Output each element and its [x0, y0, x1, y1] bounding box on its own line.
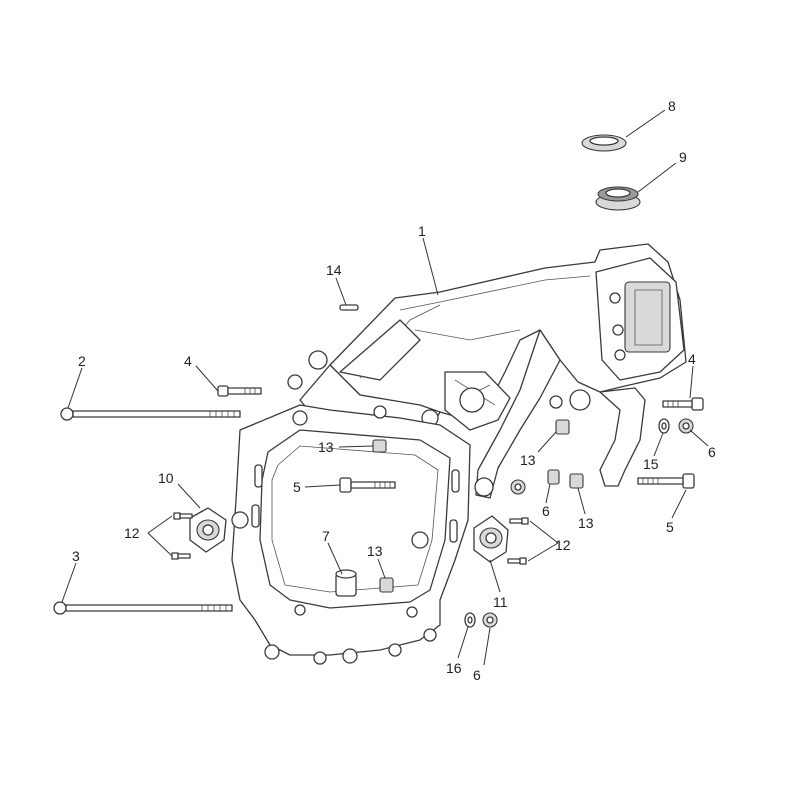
bolt-4-left: [217, 385, 262, 397]
callout-13-d: 13: [367, 543, 383, 559]
washer-16: [464, 612, 476, 628]
bolt-4-right: [662, 397, 704, 411]
spacer-7: [335, 569, 357, 597]
screws-12-left: [171, 512, 193, 560]
callout-11: 11: [493, 594, 508, 610]
callout-6-bottom: 6: [473, 667, 481, 683]
long-bolt-2: [60, 407, 241, 421]
callout-labels: 1 2 3 4 4 5 5 6 6 6 7 8 9 10 11 12 12 13…: [72, 98, 716, 683]
nut-6-c: [482, 612, 498, 628]
callout-10: 10: [158, 470, 174, 486]
bolt-13-d: [379, 577, 394, 593]
bolt-13-c: [569, 473, 584, 489]
bolt-5-right: [637, 473, 695, 489]
callout-6-center: 6: [542, 503, 550, 519]
callout-8: 8: [668, 98, 676, 114]
callout-16: 16: [446, 660, 462, 676]
callout-6-right: 6: [708, 444, 716, 460]
callout-3: 3: [72, 548, 80, 564]
main-frame: [231, 243, 687, 665]
callout-4-right: 4: [688, 351, 696, 367]
callout-13-b: 13: [520, 452, 536, 468]
callout-4-left: 4: [184, 353, 192, 369]
bearing-9: [595, 186, 641, 211]
callout-14: 14: [326, 262, 342, 278]
callout-12-left: 12: [124, 525, 140, 541]
callout-5-center: 5: [293, 479, 301, 495]
bolt-13-e: [547, 469, 560, 485]
callout-5-right: 5: [666, 519, 674, 535]
callout-7: 7: [322, 528, 330, 544]
callout-9: 9: [679, 149, 687, 165]
mount-plate-10: [189, 507, 227, 553]
callout-13-a: 13: [318, 439, 334, 455]
callout-15: 15: [643, 456, 659, 472]
long-bolt-3: [53, 601, 233, 615]
washer-15: [658, 418, 670, 434]
mount-plate-11: [473, 515, 509, 563]
callout-2: 2: [78, 353, 86, 369]
screws-12-right: [507, 517, 529, 565]
bearing-8: [581, 134, 627, 152]
nut-6-b: [678, 418, 694, 434]
callout-13-c: 13: [578, 515, 594, 531]
bolt-5-center: [339, 477, 396, 493]
callout-12-right: 12: [555, 537, 571, 553]
nut-6-a: [510, 479, 526, 495]
bolt-13-a: [372, 439, 387, 453]
pin-14: [339, 304, 359, 311]
bolt-13-b: [555, 419, 570, 435]
callout-1: 1: [418, 223, 426, 239]
leader-lines: [61, 109, 709, 666]
